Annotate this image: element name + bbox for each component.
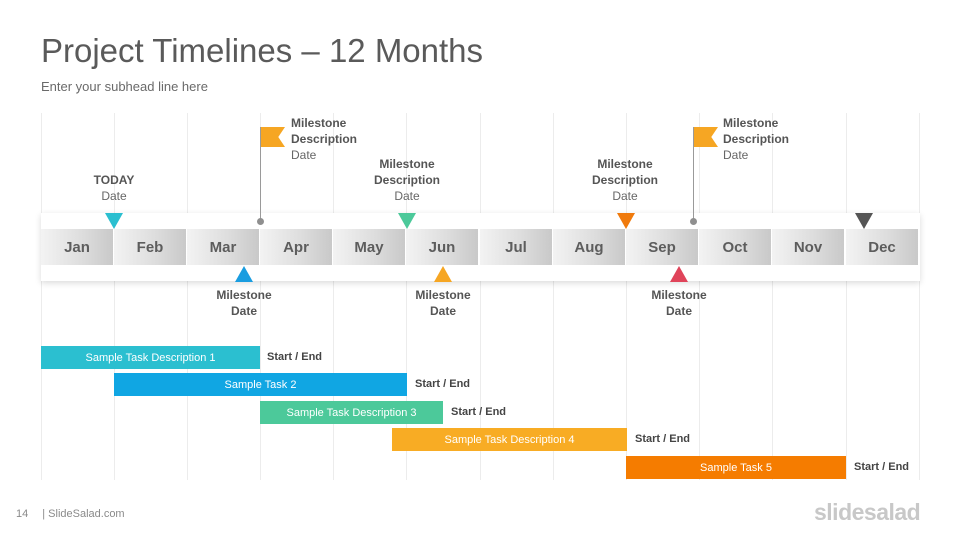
task-start-end: Start / End	[854, 461, 910, 473]
month-nov: Nov	[772, 229, 844, 265]
grid-line	[772, 113, 773, 480]
flag-milestone-title: Milestone	[723, 116, 779, 130]
flag-pole-dot	[257, 218, 264, 225]
task-bar[interactable]: Sample Task Description 4	[392, 428, 627, 451]
today-marker-icon	[105, 213, 123, 229]
milestone-marker-icon	[855, 213, 873, 229]
grid-line	[187, 113, 188, 480]
milestone-marker-icon	[398, 213, 416, 229]
page-subhead: Enter your subhead line here	[41, 79, 208, 94]
milestone-sep-below-label: Milestone Date	[639, 287, 719, 319]
month-aug: Aug	[553, 229, 625, 265]
month-jul: Jul	[480, 229, 552, 265]
page-title: Project Timelines – 12 Months	[41, 32, 484, 69]
today-label: TODAY Date	[74, 172, 154, 204]
grid-line	[41, 113, 42, 480]
milestone-marker-icon	[434, 266, 452, 282]
flag-milestone-label: Milestone Description Date	[723, 115, 789, 163]
flag-pole	[693, 127, 694, 221]
task-start-end: Start / End	[451, 406, 507, 418]
grid-line	[846, 113, 847, 480]
milestone-title: Milestone	[651, 288, 707, 302]
milestone-sep-label: Milestone Description Date	[575, 156, 675, 204]
task-start-end: Start / End	[635, 433, 691, 445]
task-bar[interactable]: Sample Task 5	[626, 456, 846, 479]
grid-line	[333, 113, 334, 480]
milestone-description: Description	[591, 173, 658, 187]
flag-milestone-description: Description	[291, 132, 358, 146]
task-start-end: Start / End	[415, 378, 471, 390]
brand-logo: slidesalad	[814, 499, 921, 525]
month-oct: Oct	[699, 229, 771, 265]
milestone-date: Date	[665, 304, 692, 318]
task-bar[interactable]: Sample Task Description 3	[260, 401, 443, 424]
grid-line	[919, 113, 920, 480]
month-mar: Mar	[187, 229, 259, 265]
month-jun: Jun	[406, 229, 478, 265]
milestone-jun-below-label: Milestone Date	[403, 287, 483, 319]
today-title: TODAY	[93, 173, 135, 187]
flag-milestone-description: Description	[723, 132, 790, 146]
milestone-title: Milestone	[216, 288, 272, 302]
milestone-description: Description	[373, 173, 440, 187]
grid-line	[480, 113, 481, 480]
milestone-mar-label: Milestone Date	[204, 287, 284, 319]
milestone-marker-icon	[235, 266, 253, 282]
flag-milestone-date: Date	[291, 148, 317, 162]
flag-pole-dot	[690, 218, 697, 225]
grid-line	[114, 113, 115, 480]
milestone-title: Milestone	[415, 288, 471, 302]
flag-icon	[261, 127, 285, 147]
page-number: 14	[16, 508, 29, 520]
task-start-end: Start / End	[267, 351, 323, 363]
footer-source: | SlideSalad.com	[42, 508, 125, 520]
month-apr: Apr	[260, 229, 332, 265]
month-feb: Feb	[114, 229, 186, 265]
flag-pole	[260, 127, 261, 221]
month-sep: Sep	[626, 229, 698, 265]
milestone-date: Date	[612, 189, 638, 203]
grid-line	[699, 113, 700, 480]
task-bar[interactable]: Sample Task Description 1	[41, 346, 260, 369]
milestone-date: Date	[394, 189, 420, 203]
milestone-date: Date	[429, 304, 456, 318]
grid-line	[406, 113, 407, 480]
milestone-title: Milestone	[597, 157, 653, 171]
month-jan: Jan	[41, 229, 113, 265]
flag-milestone-date: Date	[723, 148, 749, 162]
milestone-title: Milestone	[379, 157, 435, 171]
milestone-date: Date	[230, 304, 257, 318]
footer: 14 | SlideSalad.com	[16, 508, 125, 520]
grid-line	[553, 113, 554, 480]
milestone-marker-icon	[617, 213, 635, 229]
grid-line	[260, 113, 261, 480]
milestone-jun-label: Milestone Description Date	[357, 156, 457, 204]
flag-icon	[694, 127, 718, 147]
flag-milestone-title: Milestone	[291, 116, 347, 130]
task-bar[interactable]: Sample Task 2	[114, 373, 407, 396]
today-date: Date	[101, 189, 127, 203]
flag-milestone-label: Milestone Description Date	[291, 115, 357, 163]
grid-line	[626, 113, 627, 480]
milestone-marker-icon	[670, 266, 688, 282]
month-may: May	[333, 229, 405, 265]
month-dec: Dec	[846, 229, 918, 265]
